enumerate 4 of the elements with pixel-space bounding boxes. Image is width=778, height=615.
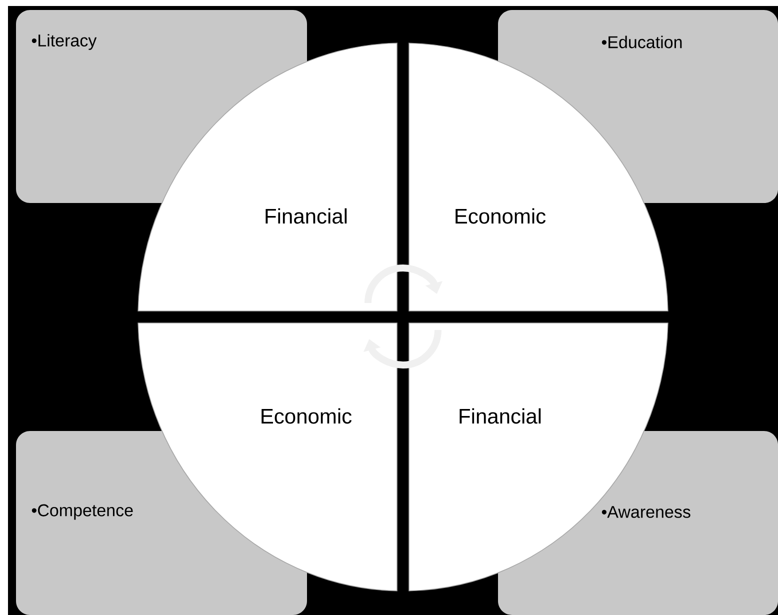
quadrant-sector: Economic xyxy=(138,322,398,592)
quadrant-sector: Financial xyxy=(138,42,398,312)
cycle-arrow xyxy=(364,264,443,304)
cycle-arrow xyxy=(363,330,442,368)
